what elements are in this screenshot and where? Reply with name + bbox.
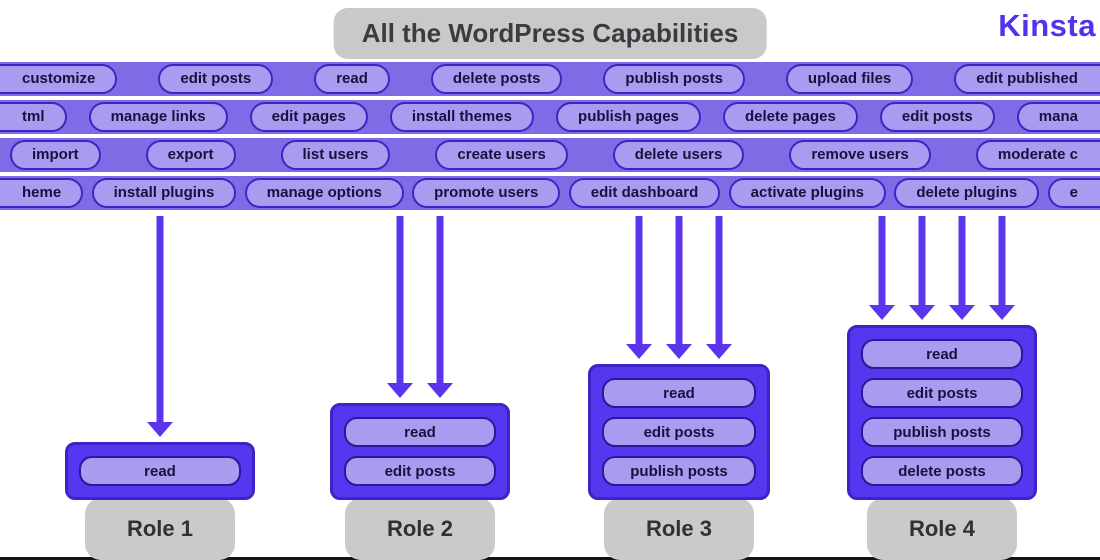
capability-pill: read	[79, 456, 241, 486]
capability-pill: export	[145, 139, 236, 171]
bottom-baseline	[0, 557, 1100, 560]
arrow-down-icon	[869, 216, 895, 320]
capability-row-4: heme install plugins manage options prom…	[0, 176, 1100, 210]
arrow-down-icon	[989, 216, 1015, 320]
capability-pill: tml	[0, 101, 67, 133]
capability-pill: read	[602, 378, 756, 408]
role-3-label: Role 3	[604, 498, 754, 560]
capability-pill: delete posts	[861, 456, 1023, 486]
arrow-down-icon	[427, 216, 453, 398]
capability-pill: delete users	[612, 139, 745, 171]
role-3-box: read edit posts publish posts	[588, 364, 770, 500]
capability-pill: activate plugins	[728, 177, 887, 209]
role-2-label: Role 2	[345, 498, 495, 560]
capability-pill: edit posts	[879, 101, 995, 133]
capability-pill: list users	[280, 139, 391, 171]
arrow-down-icon	[706, 216, 732, 359]
capability-pill: edit dashboard	[568, 177, 721, 209]
capability-pill: import	[10, 139, 101, 171]
arrow-down-icon	[909, 216, 935, 320]
role-1-column: read	[65, 216, 255, 500]
capability-pill: edit pages	[249, 101, 368, 133]
capability-pill: publish posts	[603, 63, 745, 95]
capability-pill: create users	[435, 139, 568, 171]
capability-pill: edit posts	[602, 417, 756, 447]
arrow-down-icon	[626, 216, 652, 359]
capability-pill: remove users	[789, 139, 931, 171]
capability-row-3-inner: import export list users create users de…	[0, 139, 1100, 171]
capability-pill: heme	[0, 177, 84, 209]
kinsta-logo: Kinsta	[998, 8, 1096, 43]
capability-row-4-inner: heme install plugins manage options prom…	[0, 177, 1100, 209]
role-2-column: read edit posts	[330, 216, 510, 500]
capability-row-1: customize edit posts read delete posts p…	[0, 62, 1100, 96]
capability-pill: mana	[1016, 101, 1100, 133]
capability-row-3: import export list users create users de…	[0, 138, 1100, 172]
page-title: All the WordPress Capabilities	[333, 8, 767, 59]
capability-pill: delete plugins	[894, 177, 1040, 209]
arrow-down-icon	[387, 216, 413, 398]
capability-pill: delete posts	[430, 63, 563, 95]
role-1-box: read	[65, 442, 255, 500]
capability-pill: install plugins	[91, 177, 237, 209]
capability-pill: edit posts	[158, 63, 274, 95]
arrow-down-icon	[666, 216, 692, 359]
capability-pill: promote users	[412, 177, 561, 209]
role-4-column: read edit posts publish posts delete pos…	[847, 216, 1037, 500]
capability-pill: upload files	[785, 63, 914, 95]
capability-pill: edit published	[954, 63, 1100, 95]
role-2-arrows	[330, 216, 510, 398]
capability-pill: manage options	[244, 177, 404, 209]
role-1-arrows	[65, 216, 255, 437]
capability-pill: publish posts	[861, 417, 1023, 447]
capability-band-group: customize edit posts read delete posts p…	[0, 62, 1100, 214]
capability-row-2-inner: tml manage links edit pages install them…	[0, 101, 1100, 133]
role-4-label: Role 4	[867, 498, 1017, 560]
arrow-down-icon	[147, 216, 173, 437]
capability-pill: moderate c	[975, 139, 1100, 171]
role-4-box: read edit posts publish posts delete pos…	[847, 325, 1037, 500]
capability-pill: publish pages	[556, 101, 701, 133]
role-2-box: read edit posts	[330, 403, 510, 500]
capability-row-1-inner: customize edit posts read delete posts p…	[0, 63, 1100, 95]
arrow-down-icon	[949, 216, 975, 320]
capability-pill: delete pages	[722, 101, 858, 133]
role-3-arrows	[588, 216, 770, 359]
role-4-arrows	[847, 216, 1037, 320]
role-3-column: read edit posts publish posts	[588, 216, 770, 500]
capability-pill: read	[314, 63, 390, 95]
capability-pill: read	[861, 339, 1023, 369]
capability-pill: read	[344, 417, 496, 447]
role-1-label: Role 1	[85, 498, 235, 560]
capability-row-2: tml manage links edit pages install them…	[0, 100, 1100, 134]
capability-pill: manage links	[88, 101, 228, 133]
capability-pill: e	[1047, 177, 1100, 209]
capability-pill: edit posts	[861, 378, 1023, 408]
capability-pill: publish posts	[602, 456, 756, 486]
capability-pill: customize	[0, 63, 118, 95]
capability-pill: install themes	[389, 101, 534, 133]
capability-pill: edit posts	[344, 456, 496, 486]
